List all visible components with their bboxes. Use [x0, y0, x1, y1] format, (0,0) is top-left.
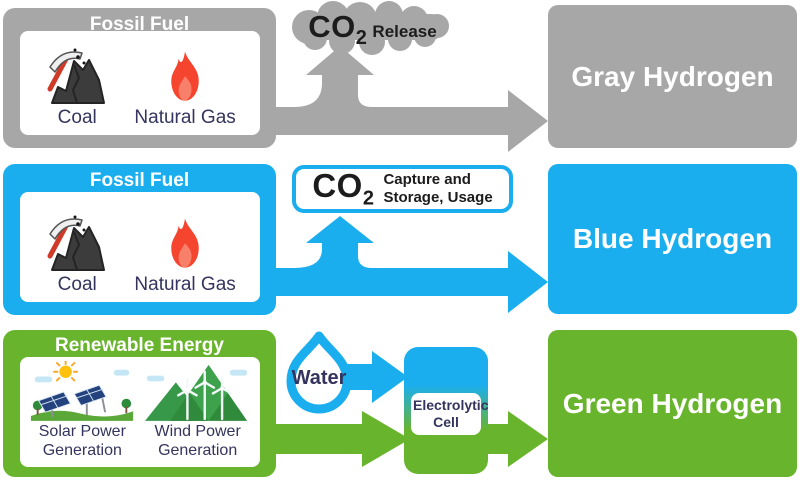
- green-hydrogen-label: Green Hydrogen: [562, 387, 783, 419]
- gray-hydrogen-box: Gray Hydrogen: [548, 5, 797, 148]
- water-label: Water: [291, 367, 347, 389]
- natural-gas-flame-icon: [171, 218, 199, 268]
- source-items-panel: Coal Natural Gas: [20, 192, 260, 302]
- renewable-energy-box: Renewable Energy So: [3, 330, 276, 477]
- blue-hydrogen-box: Blue Hydrogen: [548, 164, 797, 314]
- co2-release-label: CO2 Release: [295, 9, 450, 50]
- fossil-fuel-box-gray: Fossil Fuel Coal Natural Gas: [3, 8, 276, 148]
- capture-storage-text: Capture and Storage, Usage: [383, 171, 493, 206]
- co2-text: CO2: [312, 167, 375, 210]
- natural-gas-item: Natural Gas: [134, 216, 236, 296]
- green-output-arrow: [482, 411, 548, 467]
- gray-process-arrow: [276, 46, 548, 152]
- green-hydrogen-box: Green Hydrogen: [548, 330, 797, 477]
- coal-label: Coal: [57, 107, 97, 128]
- source-items-panel: Coal Natural Gas: [20, 31, 260, 135]
- coal-item: Coal: [44, 45, 110, 129]
- release-text: Release: [372, 22, 437, 42]
- gray-hydrogen-label: Gray Hydrogen: [571, 60, 774, 92]
- blue-process-arrow: [276, 216, 548, 313]
- co2-text: CO2: [308, 9, 368, 50]
- coal-label: Coal: [57, 274, 97, 295]
- natural-gas-label: Natural Gas: [134, 107, 236, 128]
- source-title: Fossil Fuel: [89, 170, 190, 191]
- coal-item: Coal: [44, 212, 110, 296]
- blue-hydrogen-label: Blue Hydrogen: [572, 223, 773, 254]
- water-arrow: [334, 351, 408, 403]
- natural-gas-item: Natural Gas: [134, 49, 236, 129]
- fossil-fuel-box-blue: Fossil Fuel Coal Natural Gas: [3, 164, 276, 315]
- coal-icon: [47, 48, 106, 104]
- natural-gas-label: Natural Gas: [134, 274, 236, 295]
- source-title: Fossil Fuel: [89, 14, 190, 35]
- solar-power-icon: [31, 361, 134, 422]
- source-title: Renewable Energy: [55, 335, 224, 356]
- wind-power-icon: [144, 365, 247, 422]
- natural-gas-flame-icon: [171, 51, 199, 101]
- coal-icon: [47, 215, 106, 271]
- co2-cloud-icon: [292, 1, 449, 55]
- green-power-arrow: [276, 411, 410, 467]
- water-droplet-icon: [286, 331, 352, 414]
- co2-capture-box: CO2 Capture and Storage, Usage: [292, 165, 513, 213]
